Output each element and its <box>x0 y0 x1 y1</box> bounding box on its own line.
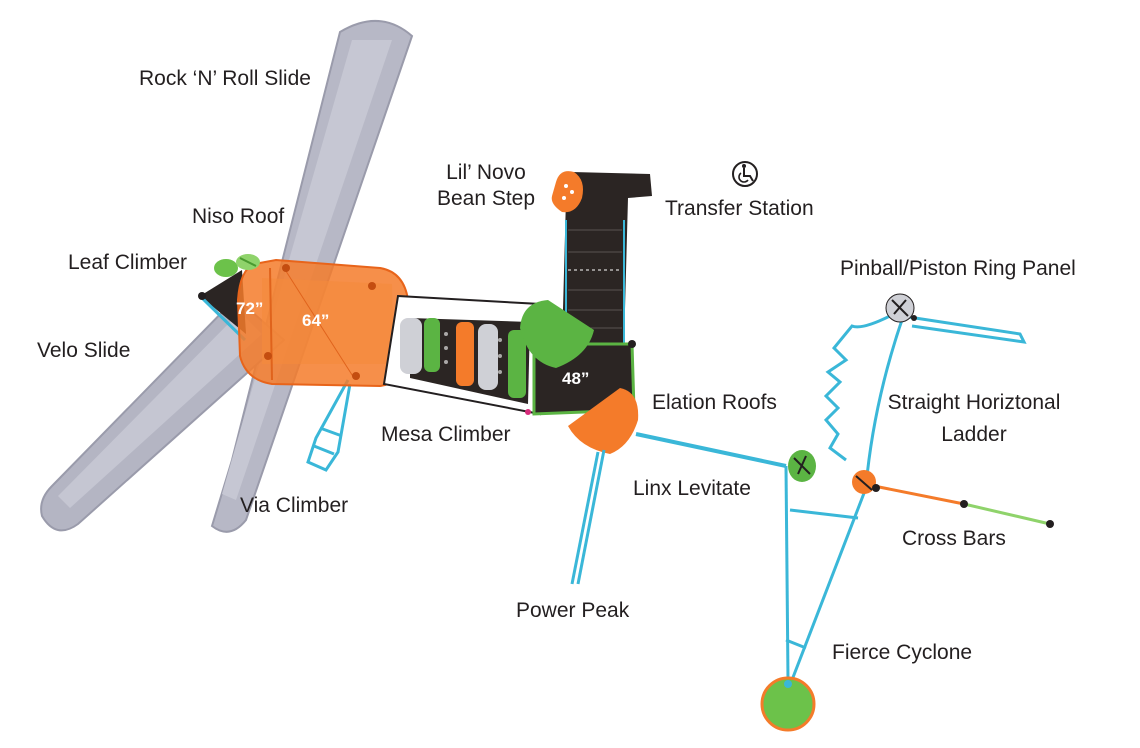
fierce-cyclone <box>760 465 868 732</box>
label-via-climber: Via Climber <box>240 494 349 517</box>
leaf-climber <box>214 254 260 277</box>
label-power-peak: Power Peak <box>516 599 630 622</box>
label-lil-novo-line2: Bean Step <box>436 187 536 210</box>
wheelchair-icon <box>732 161 758 187</box>
label-ladder-line1: Straight Horiztonal <box>887 391 1061 414</box>
label-pinball-piston-panel: Pinball/Piston Ring Panel <box>840 257 1076 280</box>
label-straight-horizontal-ladder: Straight Horiztonal Ladder <box>872 390 1076 448</box>
label-linx-levitate: Linx Levitate <box>633 477 751 500</box>
label-elation-roofs: Elation Roofs <box>652 391 777 414</box>
label-transfer-station: Transfer Station <box>665 197 814 220</box>
label-fierce-cyclone: Fierce Cyclone <box>832 641 973 664</box>
cross-bars <box>852 470 1054 528</box>
label-lil-novo-line1: Lil’ Novo <box>446 161 526 184</box>
lil-novo-bean-step <box>551 171 583 213</box>
straight-horizontal-ladder <box>823 313 1027 487</box>
label-lil-novo-bean-step: Lil’ Novo Bean Step <box>430 160 542 212</box>
linx-levitate <box>635 432 816 482</box>
label-rock-n-roll-slide: Rock ‘N’ Roll Slide <box>139 67 311 90</box>
deck-height-64: 64” <box>302 311 329 330</box>
label-mesa-climber: Mesa Climber <box>381 423 511 446</box>
elation-roofs <box>520 300 639 454</box>
pinball-piston-panel <box>885 293 917 323</box>
label-niso-roof: Niso Roof <box>192 205 285 228</box>
via-climber <box>306 379 352 472</box>
label-leaf-climber: Leaf Climber <box>68 251 188 274</box>
mesa-climber <box>382 294 541 416</box>
orange-deck: 72” 64” <box>198 258 412 388</box>
velo-slide <box>40 296 286 532</box>
deck-height-48: 48” <box>562 369 589 388</box>
power-peak <box>570 449 606 585</box>
label-velo-slide: Velo Slide <box>37 339 131 362</box>
deck-transition <box>198 270 247 342</box>
label-ladder-line2: Ladder <box>941 423 1007 446</box>
deck-height-72: 72” <box>236 299 263 318</box>
label-cross-bars: Cross Bars <box>902 527 1006 550</box>
